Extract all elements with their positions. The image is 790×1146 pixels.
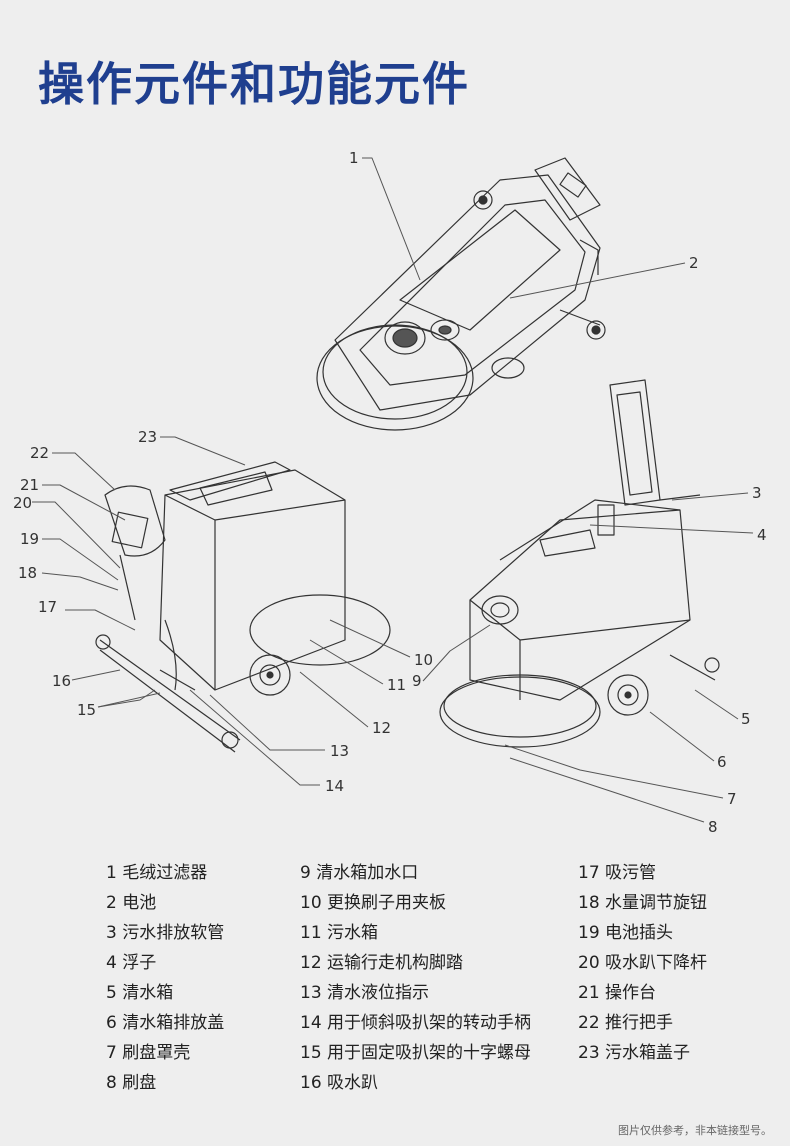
callout-lines [32, 157, 754, 823]
callout-11: 11 [387, 676, 406, 694]
callout-18: 18 [18, 564, 37, 582]
legend-item: 5 清水箱 [106, 983, 174, 1003]
legend-item: 13 清水液位指示 [300, 983, 430, 1003]
callout-23: 23 [138, 428, 157, 446]
legend-item: 21 操作台 [578, 983, 657, 1003]
callout-17: 17 [38, 598, 57, 616]
callout-13: 13 [330, 742, 349, 760]
legend-column-1: 1 毛绒过滤器 2 电池 3 污水排放软管 4 浮子 5 清水箱 6 清水箱排放… [106, 858, 224, 1098]
callout-20: 20 [13, 494, 32, 512]
legend-item: 23 污水箱盖子 [578, 1043, 691, 1063]
callout-9: 9 [412, 672, 422, 690]
machine-diagram: 1 2 3 4 5 6 7 8 9 10 11 12 13 14 15 16 1… [13, 149, 767, 836]
machine-right-view [439, 379, 720, 748]
legend-column-2: 9 清水箱加水口 10 更换刷子用夹板 11 污水箱 12 运输行走机构脚踏 1… [300, 858, 531, 1098]
legend-item: 22 推行把手 [578, 1013, 674, 1033]
callout-5: 5 [741, 710, 751, 728]
callout-7: 7 [727, 790, 737, 808]
legend-item: 1 毛绒过滤器 [106, 863, 208, 883]
callout-22: 22 [30, 444, 49, 462]
legend-item: 19 电池插头 [578, 923, 674, 943]
callout-2: 2 [689, 254, 699, 272]
machine-left-view [95, 461, 391, 753]
legend-item: 8 刷盘 [106, 1073, 157, 1093]
callout-6: 6 [717, 753, 727, 771]
callout-12: 12 [372, 719, 391, 737]
callout-4: 4 [757, 526, 767, 544]
legend-item: 2 电池 [106, 893, 157, 913]
legend-item: 20 吸水趴下降杆 [578, 953, 708, 973]
page-title: 操作元件和功能元件 [38, 57, 470, 111]
legend-item: 11 污水箱 [300, 923, 379, 943]
legend-item: 9 清水箱加水口 [300, 863, 419, 883]
callout-19: 19 [20, 530, 39, 548]
disclaimer-note: 图片仅供参考，非本链接型号。 [618, 1124, 772, 1137]
legend-item: 18 水量调节旋钮 [578, 893, 708, 913]
legend-column-3: 17 吸污管 18 水量调节旋钮 19 电池插头 20 吸水趴下降杆 21 操作… [578, 858, 707, 1068]
callout-3: 3 [752, 484, 762, 502]
legend-item: 7 刷盘罩壳 [106, 1043, 191, 1063]
callout-labels: 1 2 3 4 5 6 7 8 9 10 11 12 13 14 15 16 1… [13, 149, 767, 836]
callout-21: 21 [20, 476, 39, 494]
machine-top-view [316, 157, 606, 431]
legend-item: 17 吸污管 [578, 863, 657, 883]
callout-8: 8 [708, 818, 718, 836]
legend-item: 4 浮子 [106, 953, 157, 973]
legend-item: 12 运输行走机构脚踏 [300, 953, 464, 973]
legend-item: 16 吸水趴 [300, 1073, 379, 1093]
callout-14: 14 [325, 777, 344, 795]
callout-15: 15 [77, 701, 96, 719]
callout-1: 1 [349, 149, 359, 167]
legend-item: 15 用于固定吸扒架的十字螺母 [300, 1043, 532, 1063]
legend-item: 14 用于倾斜吸扒架的转动手柄 [300, 1013, 532, 1033]
legend-item: 10 更换刷子用夹板 [300, 893, 447, 913]
callout-10: 10 [414, 651, 433, 669]
legend-item: 6 清水箱排放盖 [106, 1013, 225, 1033]
legend-item: 3 污水排放软管 [106, 923, 225, 943]
callout-16: 16 [52, 672, 71, 690]
